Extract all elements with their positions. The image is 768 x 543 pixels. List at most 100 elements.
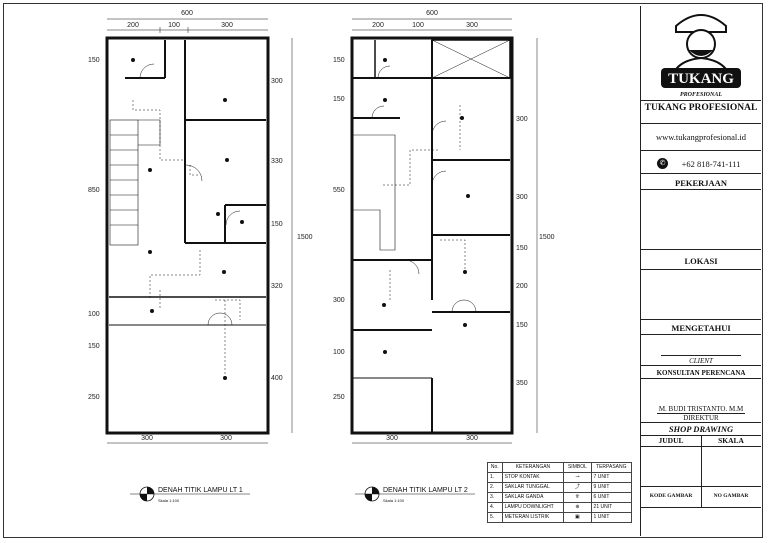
legend-header-count: TERPASANG <box>590 462 633 473</box>
legend-no: 3. <box>487 492 503 503</box>
legend-count: 6 UNIT <box>590 492 633 503</box>
svg-text:600: 600 <box>426 10 438 17</box>
shop-drawing-row <box>641 423 761 436</box>
legend-header-no: No. <box>487 462 503 473</box>
director-line <box>657 413 745 414</box>
logo-text: TUKANG <box>668 71 734 87</box>
meter-icon: ▣ <box>563 512 592 523</box>
shop-drawing-label: SHOP DRAWING <box>668 424 734 434</box>
worker-logo: TUKANG PROFESIONAL <box>661 14 741 98</box>
svg-text:330: 330 <box>271 158 283 165</box>
svg-text:200: 200 <box>127 22 139 29</box>
svg-text:300: 300 <box>516 194 528 201</box>
legend-item: STOP KONTAK <box>501 472 565 483</box>
svg-text:550: 550 <box>333 187 345 194</box>
legend-item: SAKLAR GANDA <box>501 492 565 503</box>
legend-no: 2. <box>487 482 503 493</box>
legend-no: 4. <box>487 502 503 513</box>
pekerjaan-row <box>641 174 761 190</box>
svg-text:300: 300 <box>466 435 478 442</box>
legend-row: 2. SAKLAR TUNGGAL ⤴ 9 UNIT <box>487 482 633 493</box>
svg-text:150: 150 <box>88 343 100 350</box>
single-switch-icon: ⤴ <box>563 482 592 493</box>
svg-text:250: 250 <box>88 394 100 401</box>
plan-lt1 <box>105 18 270 435</box>
svg-text:100: 100 <box>88 311 100 318</box>
whatsapp-icon: ✆ <box>657 158 668 169</box>
svg-text:850: 850 <box>88 187 100 194</box>
svg-text:100: 100 <box>333 349 345 356</box>
legend-header-symbol: SIMBOL <box>563 462 592 473</box>
judul-divider <box>701 436 702 508</box>
svg-text:150: 150 <box>333 96 345 103</box>
svg-text:150: 150 <box>88 57 100 64</box>
website: www.tukangprofesional.id <box>655 132 747 142</box>
konsultan-label: KONSULTAN PERENCANA <box>656 369 746 377</box>
mengetahui-label: MENGETAHUI <box>671 323 731 333</box>
svg-text:1500: 1500 <box>297 234 313 241</box>
svg-text:300: 300 <box>220 435 232 442</box>
svg-text:150: 150 <box>271 221 283 228</box>
legend-count: 21 UNIT <box>590 502 633 513</box>
svg-text:100: 100 <box>412 22 424 29</box>
double-switch-icon: ⥣ <box>563 492 592 503</box>
plan-lt2 <box>350 18 514 435</box>
downlight-icon: ⊕ <box>563 502 592 513</box>
phone: +62 818-741-111 <box>681 159 741 169</box>
client-row <box>641 335 761 366</box>
legend-count: 9 UNIT <box>590 482 633 493</box>
svg-text:250: 250 <box>333 394 345 401</box>
legend-item: METERAN LISTRIK <box>501 512 565 523</box>
skala-label: SKALA <box>718 436 744 445</box>
plan1-title-symbol <box>130 486 250 502</box>
mengetahui-row <box>641 320 761 335</box>
svg-text:200: 200 <box>516 283 528 290</box>
svg-text:300: 300 <box>271 78 283 85</box>
legend-row: 3. SAKLAR GANDA ⥣ 6 UNIT <box>487 492 633 503</box>
legend-header-item: KETERANGAN <box>501 462 565 473</box>
logo-area: TUKANG PROFESIONAL <box>641 6 761 101</box>
svg-text:150: 150 <box>516 322 528 329</box>
svg-text:600: 600 <box>181 10 193 17</box>
legend-no: 1. <box>487 472 503 483</box>
lokasi-content <box>641 270 761 320</box>
lokasi-label: LOKASI <box>684 256 718 266</box>
svg-text:300: 300 <box>386 435 398 442</box>
outlet-icon: ⊸ <box>563 472 592 483</box>
svg-text:300: 300 <box>516 116 528 123</box>
judul-label: JUDUL <box>658 436 684 445</box>
legend-row: 4. LAMPU DOWNLIGHT ⊕ 21 UNIT <box>487 502 633 513</box>
plan2-scale: Skala 1:100 <box>383 498 405 503</box>
kode-row <box>641 487 761 508</box>
konsultan-row <box>641 366 761 379</box>
svg-text:150: 150 <box>516 245 528 252</box>
legend-no: 5. <box>487 512 503 523</box>
website-row <box>641 6 761 151</box>
svg-text:300: 300 <box>466 22 478 29</box>
drawing-sheet <box>3 3 763 538</box>
legend-item: SAKLAR TUNGGAL <box>501 482 565 493</box>
legend-count: 1 UNIT <box>590 512 633 523</box>
legend-header-row: No. KETERANGAN SIMBOL TERPASANG <box>487 462 633 473</box>
signature-line <box>661 355 741 356</box>
svg-text:350: 350 <box>516 380 528 387</box>
logo-subtext: PROFESIONAL <box>680 92 722 98</box>
svg-text:200: 200 <box>372 22 384 29</box>
legend-count: 7 UNIT <box>590 472 633 483</box>
svg-text:100: 100 <box>168 22 180 29</box>
lokasi-row <box>641 250 761 270</box>
pekerjaan-content <box>641 190 761 250</box>
company-name: TUKANG PROFESIONAL <box>644 103 758 113</box>
svg-text:1500: 1500 <box>539 234 555 241</box>
svg-text:320: 320 <box>271 283 283 290</box>
plan1-scale: Skala 1:100 <box>158 498 180 503</box>
plan1-title: DENAH TITIK LAMPU LT 1 <box>158 487 243 494</box>
plan2-title-symbol <box>355 486 475 502</box>
director-name: M. BUDI TRISTANTO. M.M <box>658 405 744 413</box>
plan2-title: DENAH TITIK LAMPU LT 2 <box>383 487 468 494</box>
client-label: CLIENT <box>689 357 713 365</box>
floor-plans: 600 200 100 300 150 850 100 150 250 300 … <box>88 10 555 502</box>
no-gambar-label: NO GAMBAR <box>713 493 749 499</box>
svg-text:300: 300 <box>221 22 233 29</box>
director-row <box>641 379 761 423</box>
